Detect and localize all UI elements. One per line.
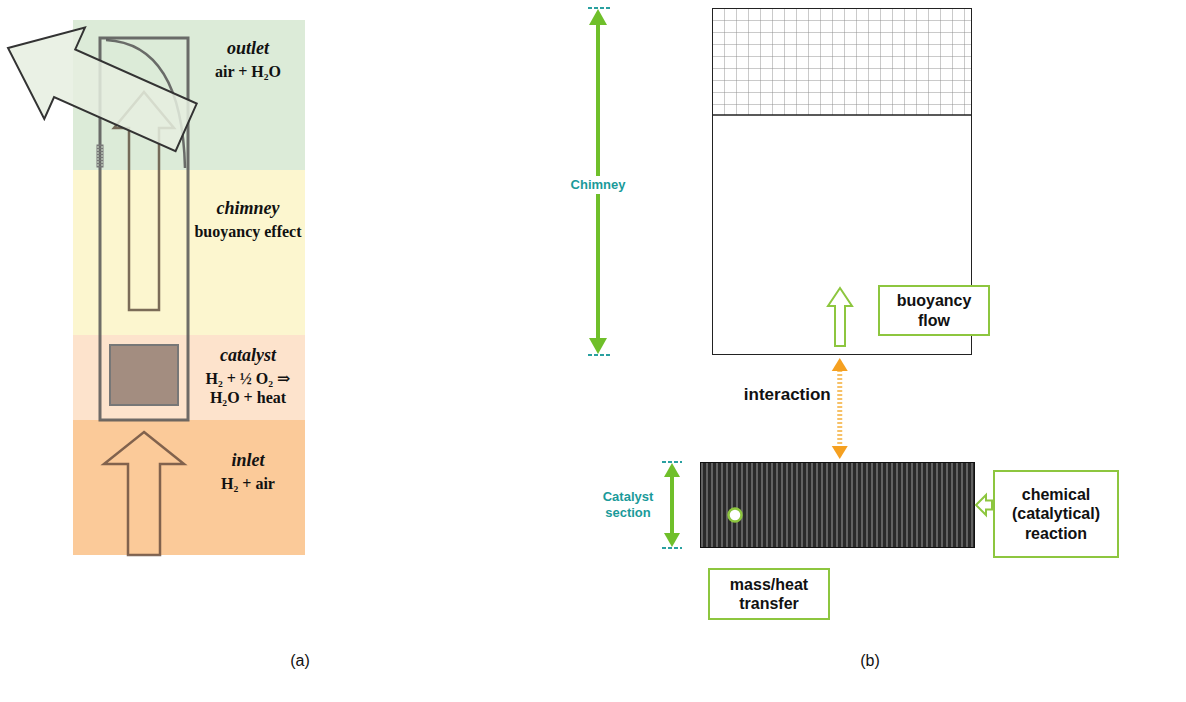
callout-text-wrap: chemical (catalytical) reaction xyxy=(1001,485,1111,543)
connector xyxy=(976,495,992,515)
callout-box: chemical (catalytical) reaction xyxy=(993,470,1119,558)
catalyst-dimension xyxy=(662,462,682,548)
interaction-line xyxy=(837,370,842,447)
transfer-point xyxy=(729,509,742,522)
callout-box: mass/heat transfer xyxy=(708,568,830,620)
callout-text: buoyancy flow xyxy=(886,291,982,329)
callout-text-wrap: buoyancy flow xyxy=(886,291,982,329)
panel-label: (a) xyxy=(290,652,310,670)
callout-text: mass/heat transfer xyxy=(716,575,822,613)
dimension-label: Catalyst section xyxy=(595,488,661,521)
catalyst-channels xyxy=(701,463,974,547)
region-band: inlet H₂ + air xyxy=(73,420,305,555)
stage-name: outlet xyxy=(194,38,302,60)
stage-description: air + H₂O xyxy=(194,62,302,81)
region-band: chimney buoyancy effect xyxy=(73,170,305,335)
panel-label: (b) xyxy=(860,652,880,670)
stage-description: buoyancy effect xyxy=(194,222,302,241)
region-band: outlet air + H₂O xyxy=(73,20,305,170)
stage-name: catalyst xyxy=(194,345,302,367)
region-band: catalystH₂ + ½ O₂ ⇒ H₂O + heat xyxy=(73,335,305,420)
connector xyxy=(832,358,848,459)
section-box: Catalyst section xyxy=(700,462,975,548)
grid-border xyxy=(712,114,972,116)
stage-description: H₂ + air xyxy=(194,474,302,493)
outlet-grid xyxy=(713,9,971,115)
dimension-label: Chimney xyxy=(569,176,628,194)
stage-name: chimney xyxy=(194,198,302,220)
connector-label: interaction xyxy=(744,385,831,405)
catalyst-box xyxy=(700,462,975,548)
callout-arrow xyxy=(976,495,992,515)
callout-text: chemical (catalytical) reaction xyxy=(1001,485,1111,543)
band-text-column: outlet air + H₂O xyxy=(194,38,302,81)
callout-text-wrap: mass/heat transfer xyxy=(716,575,822,613)
callout-box: buoyancy flow xyxy=(878,285,990,336)
catalyst-outline xyxy=(700,462,975,548)
stage-description: H₂ + ½ O₂ ⇒ H₂O + heat xyxy=(194,369,302,407)
arrowhead xyxy=(832,446,848,459)
arrowhead xyxy=(832,358,848,371)
band-text-column: chimney buoyancy effect xyxy=(194,198,302,241)
band-text-column: catalystH₂ + ½ O₂ ⇒ H₂O + heat xyxy=(194,345,302,407)
band-text-column: inlet H₂ + air xyxy=(194,450,302,493)
stage-name: inlet xyxy=(194,450,302,472)
